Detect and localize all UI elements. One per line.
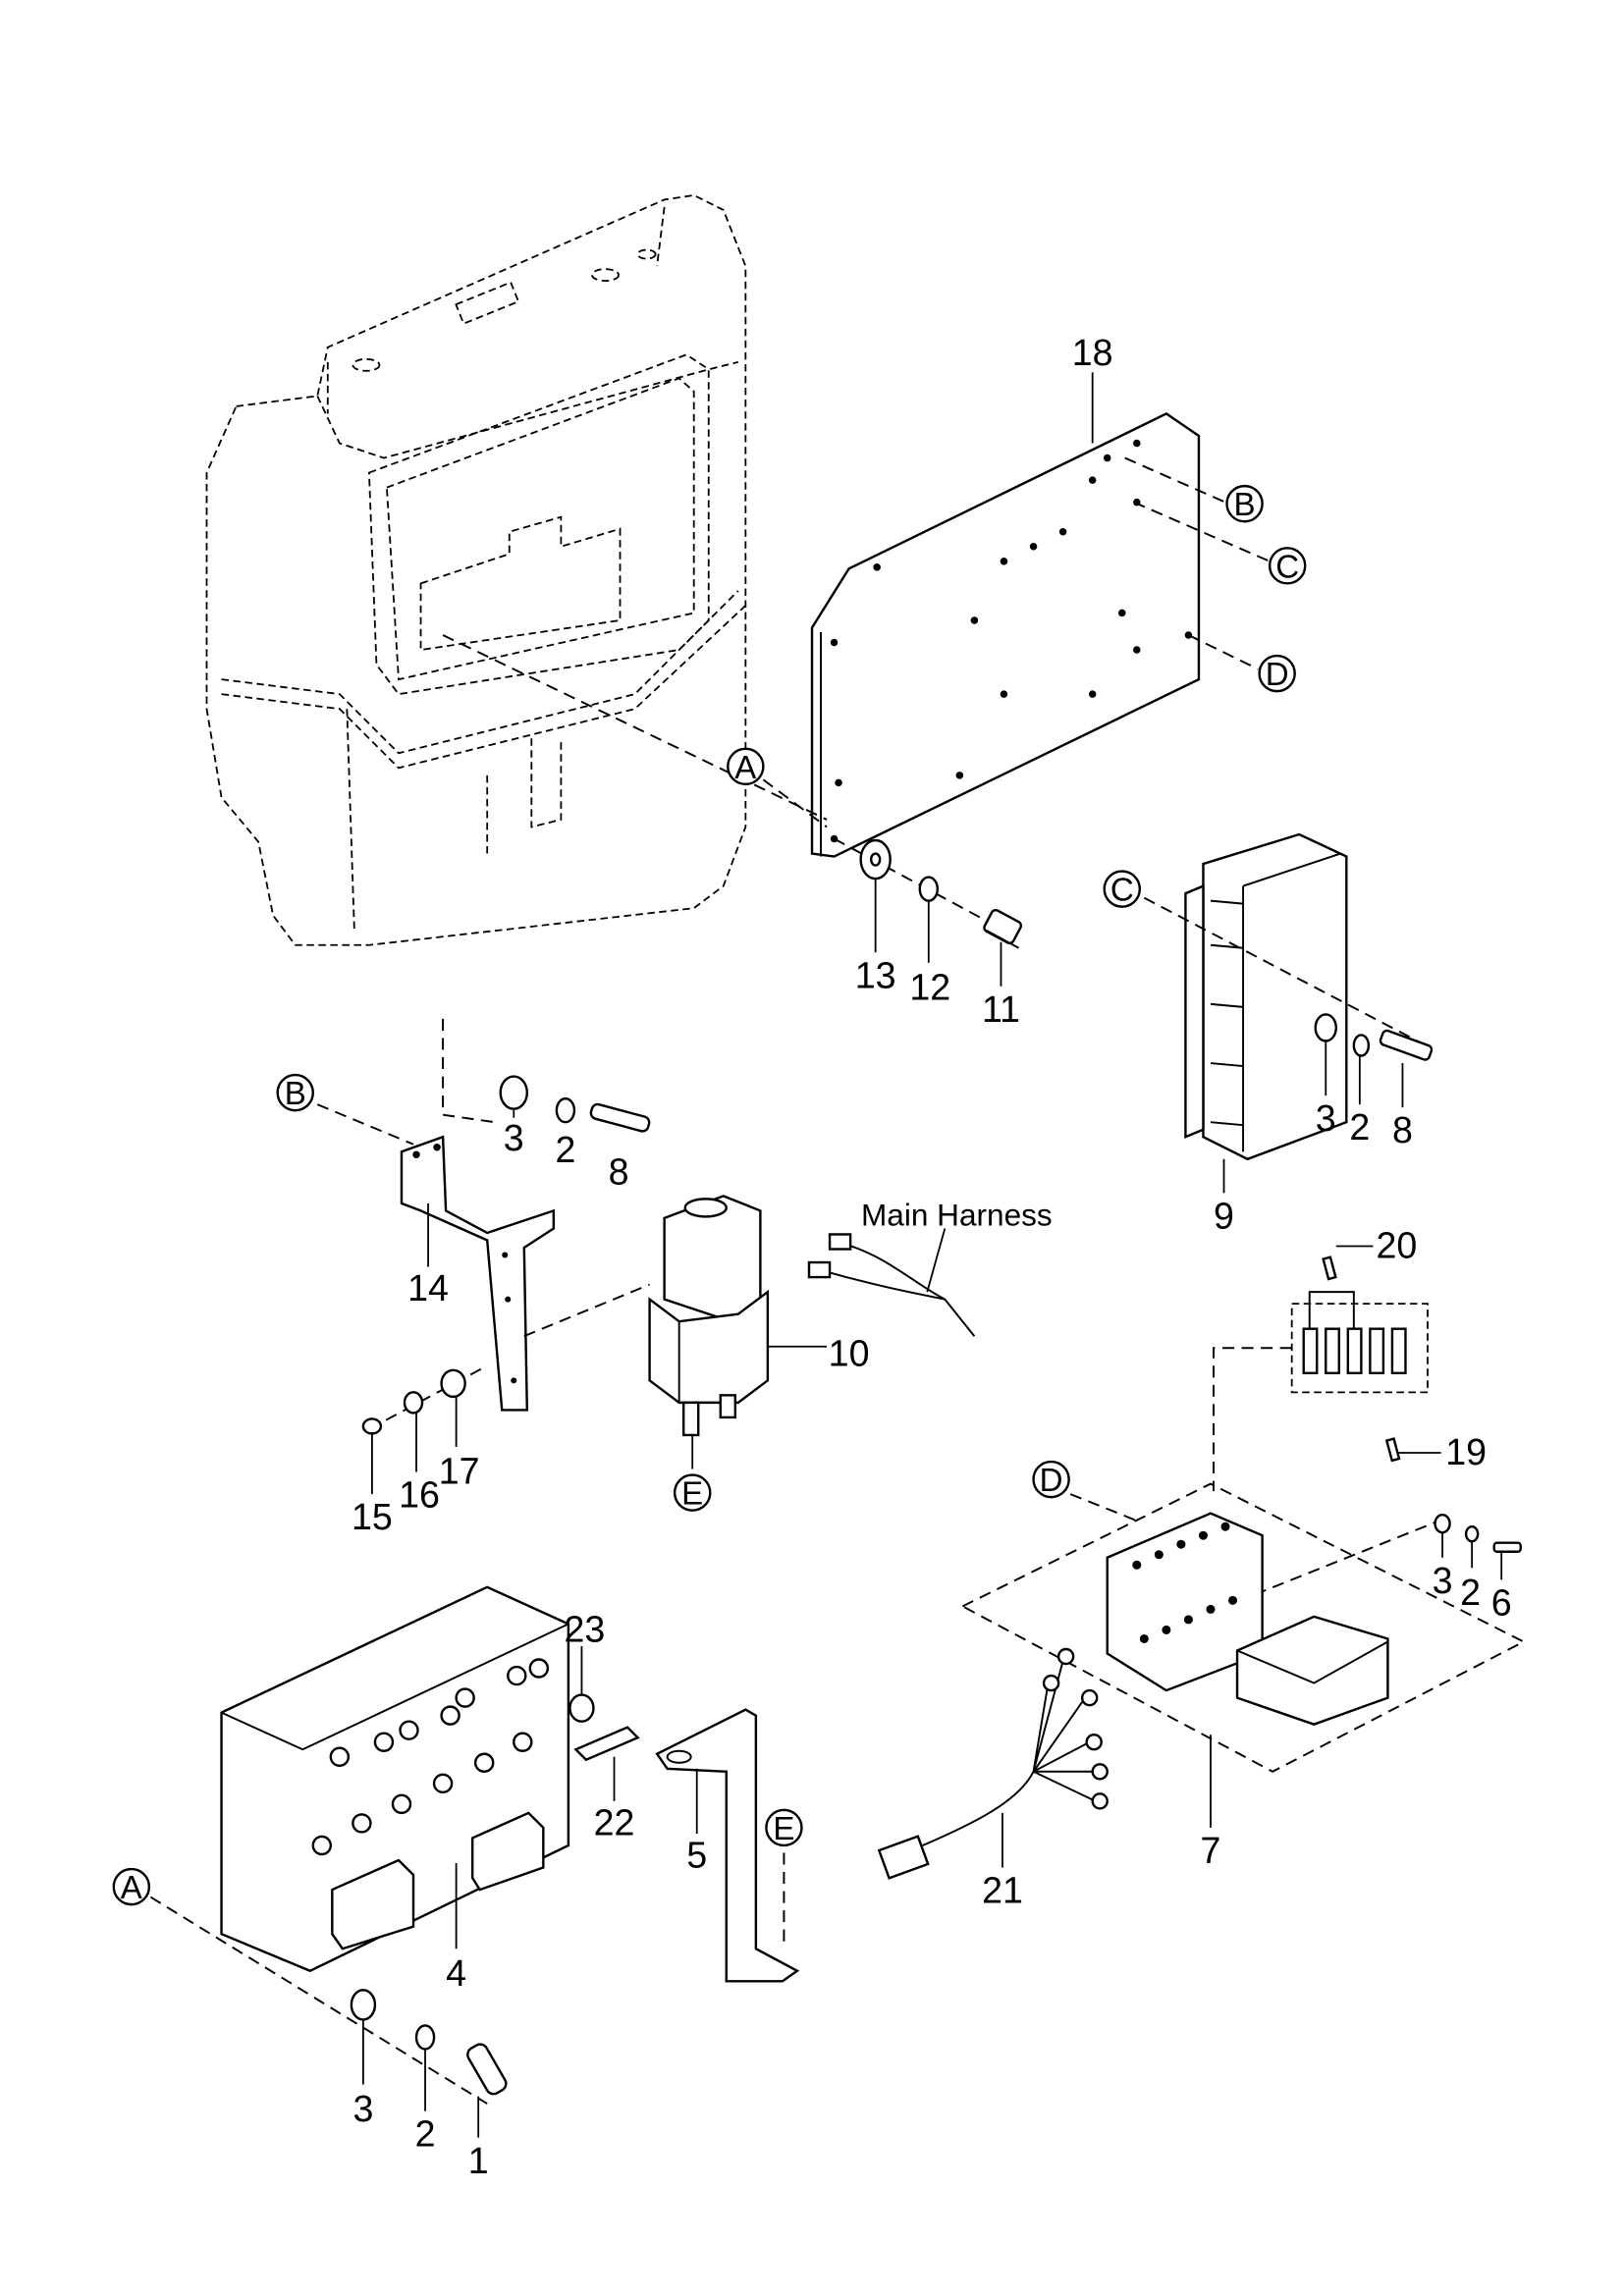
part-number: 11 <box>982 988 1020 1030</box>
part-number: 1 <box>468 2140 489 2181</box>
part-number: 22 <box>594 1801 635 1842</box>
part-number: 8 <box>1392 1109 1413 1150</box>
fuse-detail <box>1290 1255 1429 1463</box>
part-number: 18 <box>1072 332 1113 373</box>
part-number: 19 <box>1445 1431 1487 1472</box>
svg-text:A: A <box>734 750 756 786</box>
bracket-14 <box>400 1135 556 1412</box>
part-number: 12 <box>909 966 950 1007</box>
part-number: 20 <box>1377 1225 1418 1266</box>
part-number: 2 <box>555 1129 575 1170</box>
main-harness-wire <box>807 1233 976 1337</box>
ref-marker-C: C <box>1268 547 1307 585</box>
ref-marker-A: A <box>112 1867 151 1906</box>
ref-marker-C: C <box>1103 870 1142 909</box>
part-number: 15 <box>352 1496 393 1537</box>
part-number: 6 <box>1491 1581 1512 1623</box>
part-number: 3 <box>352 2088 373 2129</box>
part-number: 21 <box>982 1870 1023 1911</box>
part-number: 16 <box>399 1474 440 1516</box>
ref-marker-D: D <box>1258 654 1296 693</box>
part-number: 23 <box>565 1608 606 1649</box>
part-number: 2 <box>415 2113 436 2155</box>
ref-marker-A: A <box>727 747 765 786</box>
part-number: 3 <box>1433 1560 1453 1601</box>
part-number: 14 <box>407 1267 449 1308</box>
svg-text:D: D <box>1040 1463 1063 1499</box>
ref-marker-B: B <box>1225 484 1264 523</box>
part-number: 3 <box>1316 1097 1336 1139</box>
ref-marker-D: D <box>1032 1460 1070 1499</box>
main-harness-label: Main Harness <box>861 1197 1053 1232</box>
svg-text:B: B <box>285 1076 306 1112</box>
svg-text:E: E <box>681 1476 703 1513</box>
part-number: 13 <box>855 954 896 995</box>
contactor-10 <box>648 1195 770 1437</box>
part-number: 8 <box>609 1150 629 1192</box>
part-number: 3 <box>504 1117 524 1158</box>
ref-marker-B: B <box>276 1073 314 1112</box>
part-number: 10 <box>829 1332 870 1373</box>
ref-marker-E: E <box>673 1473 712 1513</box>
seat-housing-phantom <box>205 193 747 946</box>
part-number: 2 <box>1349 1106 1370 1148</box>
svg-text:B: B <box>1234 487 1256 523</box>
svg-text:A: A <box>121 1870 142 1906</box>
washer-13 <box>859 838 892 881</box>
part-number: 7 <box>1201 1830 1221 1871</box>
svg-text:C: C <box>1275 549 1299 585</box>
svg-text:C: C <box>1110 873 1134 909</box>
motor-controller <box>220 1585 570 1973</box>
part-number: 9 <box>1214 1195 1234 1236</box>
part-number: 2 <box>1460 1572 1481 1613</box>
wire-harness-21 <box>877 1647 1109 1880</box>
bolt-11 <box>983 909 1023 949</box>
fuse-box <box>1106 1512 1389 1726</box>
svg-text:D: D <box>1266 657 1289 693</box>
svg-text:E: E <box>773 1811 794 1847</box>
mounting-plate <box>810 412 1201 858</box>
part-number: 5 <box>686 1835 707 1876</box>
ref-marker-E: E <box>765 1808 803 1847</box>
part-number: 17 <box>439 1451 480 1492</box>
lock-washer-12 <box>918 876 940 902</box>
part-number: 4 <box>446 1952 466 1994</box>
heat-sink-unit <box>1184 832 1348 1161</box>
